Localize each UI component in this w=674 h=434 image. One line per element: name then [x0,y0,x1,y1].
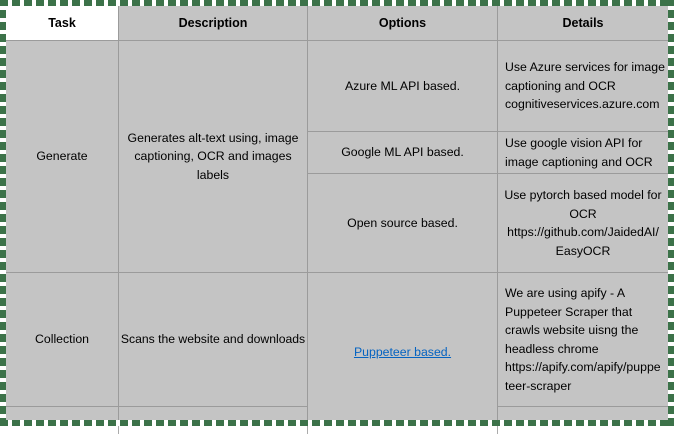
col-header-options: Options [307,5,498,41]
cell-task-generate: Generate [5,40,119,273]
col-header-task: Task [5,5,119,41]
column-divider-line [118,426,119,434]
table-row: Generate Generates alt-text using, image… [5,40,669,273]
cell-description-generate: Generates alt-text using, image captioni… [118,40,308,273]
table-row: Open source based. Use pytorch based mod… [6,173,669,273]
column-divider-line [497,426,498,434]
table-continuation-strip [0,426,674,434]
selection-border-right [668,0,674,426]
table-header-row: Task Description Options Details [5,5,669,41]
cell-task-collection: Collection [5,272,119,407]
cell-details-opensource: Use pytorch based model for OCR https://… [497,173,669,273]
cell-description-collection: Scans the website and downloads [118,272,308,407]
cell-option-azure: Azure ML API based. [307,40,498,132]
selection-border-bottom [0,420,674,426]
cell-option-opensource: Open source based. [307,173,498,273]
column-divider-line [307,426,308,434]
alt-text-tasks-table: Task Description Options Details Generat… [5,5,669,432]
cell-details-google: Use google vision API for image captioni… [497,131,669,174]
puppeteer-link[interactable]: Puppeteer based. [353,344,452,359]
col-header-details: Details [497,5,669,41]
cell-option-puppeteer: Puppeteer based. [307,272,498,432]
cell-details-azure: Use Azure services for image captioning … [497,40,669,132]
table-row: Collection Scans the website and downloa… [5,272,669,432]
cell-details-puppeteer: We are using apify - A Puppeteer Scraper… [497,272,669,407]
selection-border-top [0,0,674,6]
selection-border-left [0,0,6,426]
col-header-description: Description [118,5,308,41]
cell-option-google: Google ML API based. [307,131,498,174]
